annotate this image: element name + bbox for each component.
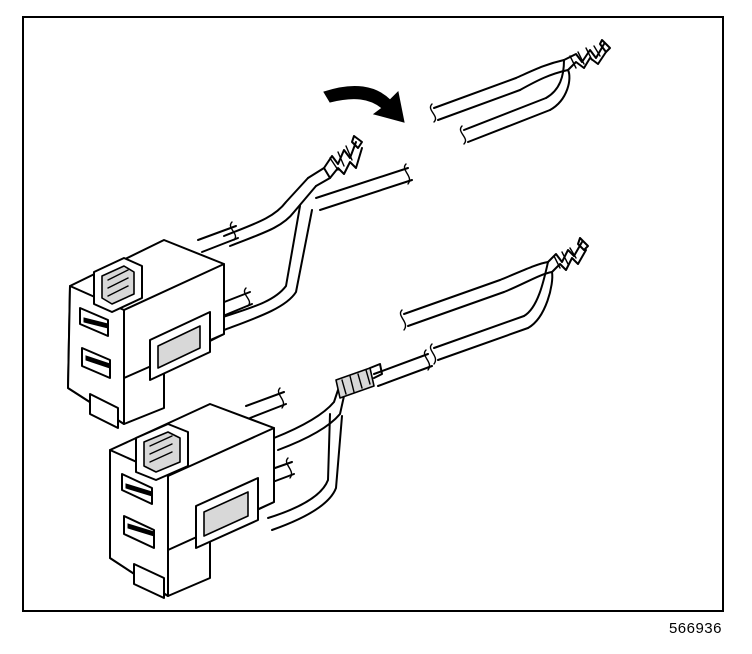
top-right-wire-pair <box>429 39 611 145</box>
wire-connector-icon <box>109 403 275 599</box>
twisted-wire-splice-icon <box>563 39 611 71</box>
twisted-wire-splice-icon <box>547 237 589 273</box>
connector-repair-illustration <box>67 39 611 599</box>
figure-id-label: 566936 <box>668 620 722 637</box>
twisted-wire-splice-icon <box>335 363 383 399</box>
figure-frame <box>22 16 724 612</box>
wire-connector-icon <box>67 239 225 429</box>
twisted-wire-splice-icon <box>323 135 363 179</box>
curved-arrow-icon <box>323 86 405 123</box>
middle-wire-pair <box>373 237 589 387</box>
upper-connector-wires <box>197 135 413 331</box>
